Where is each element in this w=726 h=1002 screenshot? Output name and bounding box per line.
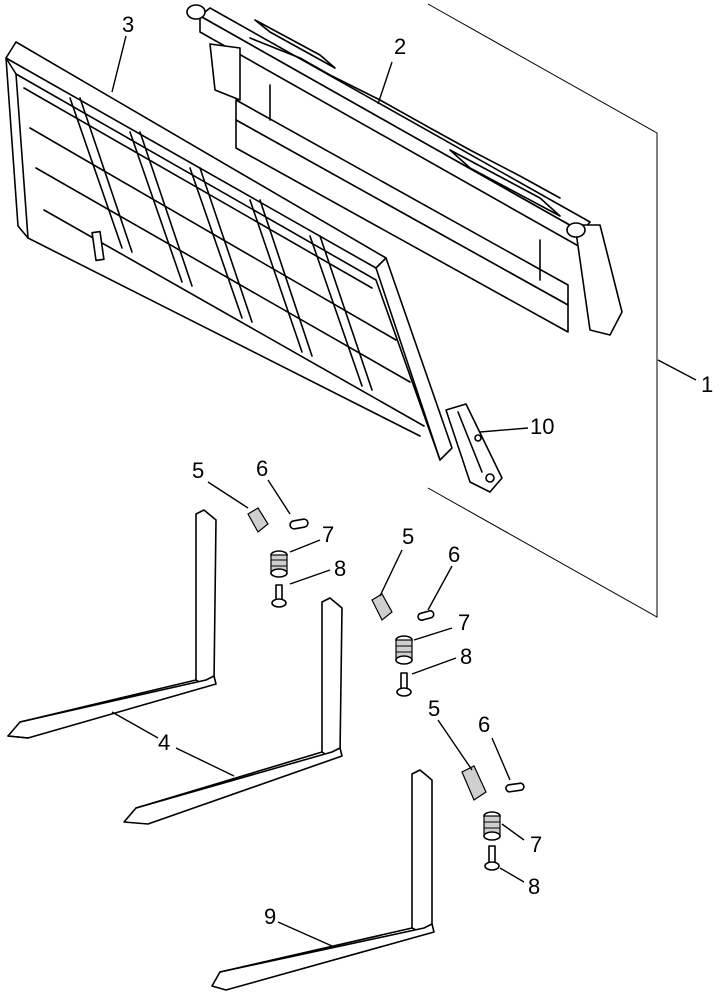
fork-part-4-lower (123, 597, 343, 825)
callout-3: 3 (122, 12, 134, 37)
callout-9: 9 (264, 904, 276, 929)
callout-7-b: 7 (458, 610, 470, 635)
pin-part-6 (289, 518, 309, 530)
callout-5-b: 5 (402, 524, 414, 549)
bolt-part-8 (396, 672, 412, 697)
fork-part-4-upper (7, 509, 217, 739)
callout-6-b: 6 (448, 542, 460, 567)
callout-6-a: 6 (256, 456, 268, 481)
callout-1: 1 (701, 372, 713, 397)
callout-8-b: 8 (460, 644, 472, 669)
load-backrest-part-3 (5, 41, 453, 461)
bolt-part-8 (271, 584, 287, 608)
carriage-plate-part-2 (186, 4, 623, 336)
callout-labels: 1 2 3 10 5 6 7 8 5 6 7 8 5 6 7 8 4 9 (122, 12, 713, 929)
callout-7-c: 7 (530, 832, 542, 857)
hardware-set-c (461, 765, 525, 871)
pin-part-6 (505, 782, 525, 793)
callout-5-c: 5 (428, 696, 440, 721)
side-bracket-part-10 (445, 403, 503, 493)
spring-part-7 (270, 550, 288, 578)
fork-part-9 (211, 769, 435, 991)
callout-4: 4 (158, 730, 170, 755)
callout-8-a: 8 (334, 556, 346, 581)
hardware-set-b (371, 593, 435, 697)
assembly-panel (427, 3, 658, 618)
leader-lines (111, 35, 697, 947)
callout-10: 10 (530, 414, 554, 439)
lock-block-part-5 (461, 765, 487, 801)
lock-block-part-5 (247, 507, 269, 533)
callout-8-c: 8 (528, 874, 540, 899)
callout-7-a: 7 (322, 522, 334, 547)
hardware-set-a (247, 507, 309, 608)
pin-part-6 (417, 610, 435, 621)
lock-block-part-5 (371, 593, 393, 621)
callout-6-c: 6 (478, 712, 490, 737)
bolt-part-8 (484, 845, 500, 871)
spring-part-7 (483, 811, 501, 841)
callout-2: 2 (394, 34, 406, 59)
spring-part-7 (395, 635, 413, 665)
callout-5-a: 5 (192, 458, 204, 483)
